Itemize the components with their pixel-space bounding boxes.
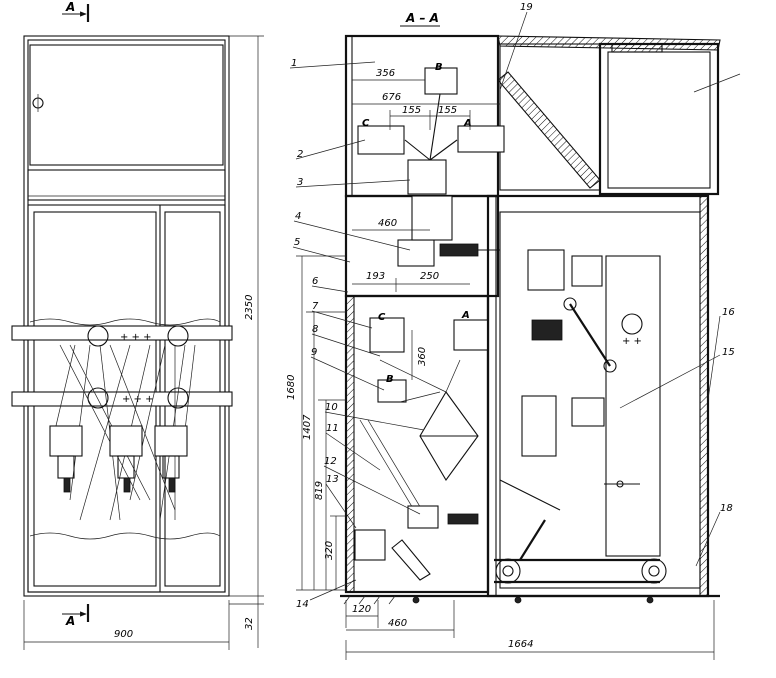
dim-2350: 2350 (229, 35, 264, 597)
section-mark-top: A (62, 0, 90, 22)
svg-text:120: 120 (352, 604, 371, 615)
dim-819: 819 (314, 399, 346, 590)
svg-text:7: 7 (312, 301, 319, 312)
svg-text:1: 1 (291, 58, 297, 69)
svg-text:12: 12 (324, 456, 337, 467)
section-label-bottom: A (65, 614, 75, 628)
dim-460-bottom: 460 (346, 600, 455, 638)
svg-text:676: 676 (382, 92, 401, 103)
busbar-insulators (357, 67, 505, 195)
svg-text:360: 360 (417, 347, 428, 366)
svg-text:19: 19 (520, 2, 533, 13)
svg-text:18: 18 (720, 503, 733, 514)
cable-clamps (412, 596, 654, 604)
svg-text:3: 3 (297, 177, 303, 188)
svg-text:193: 193 (366, 271, 385, 282)
callout-11: 11 (325, 423, 381, 471)
svg-text:+ + +: + + + (120, 332, 152, 343)
front-view: + + + + + + A (11, 0, 264, 650)
svg-text:10: 10 (325, 402, 338, 413)
dim-676: 676 (352, 92, 500, 105)
dim-460-top: 460 (352, 218, 430, 231)
svg-text:460: 460 (388, 618, 407, 629)
current-transformers-front (49, 425, 188, 493)
svg-text:155: 155 (402, 105, 421, 116)
svg-text:900: 900 (114, 629, 133, 640)
callout-4: 4 (293, 211, 411, 251)
phase-a-lower: A (461, 310, 470, 321)
phase-a-upper: A (463, 118, 472, 129)
svg-text:14: 14 (296, 599, 309, 610)
svg-text:320: 320 (324, 541, 335, 560)
callout-6: 6 (311, 276, 349, 293)
svg-text:2: 2 (297, 149, 303, 160)
callout-top-right (693, 73, 741, 93)
svg-text:1407: 1407 (302, 414, 313, 440)
callout-10: 10 (324, 402, 425, 431)
section-mark-bottom: A (62, 604, 90, 628)
callout-2: 2 (295, 139, 366, 160)
section-title: A – A (405, 11, 439, 25)
dim-32: 32 (229, 596, 264, 648)
callout-15: 15 (619, 347, 735, 409)
svg-text:155: 155 (438, 105, 457, 116)
section-label-top: A (65, 0, 75, 14)
callout-3: 3 (295, 177, 411, 188)
svg-text:13: 13 (326, 474, 339, 485)
callout-14: 14 (296, 579, 357, 610)
door-handle-icon (32, 94, 44, 112)
svg-text:1664: 1664 (508, 639, 533, 650)
svg-text:356: 356 (376, 68, 395, 79)
phase-b-lower: B (386, 374, 394, 385)
dim-900: 900 (23, 600, 230, 650)
svg-text:9: 9 (311, 347, 317, 358)
dim-193-250: 193 250 (352, 271, 470, 292)
callout-8: 8 (311, 324, 381, 357)
callout-9: 9 (310, 347, 385, 391)
dim-1680: 1680 (286, 255, 346, 591)
svg-text:1680: 1680 (286, 375, 297, 400)
phase-b-upper: B (435, 62, 443, 73)
svg-text:+ +: + + (622, 336, 642, 347)
svg-text:460: 460 (378, 218, 397, 229)
callout-16: 16 (707, 307, 735, 401)
callout-12: 12 (323, 456, 421, 515)
svg-text:16: 16 (722, 307, 735, 318)
dim-155: 155 155 (389, 105, 471, 130)
circuit-breaker: + + (521, 249, 643, 488)
svg-text:250: 250 (420, 271, 439, 282)
svg-text:819: 819 (314, 481, 325, 500)
svg-text:5: 5 (294, 237, 300, 248)
dim-360: 360 (411, 330, 428, 380)
svg-text:2350: 2350 (244, 295, 255, 320)
svg-text:15: 15 (722, 347, 735, 358)
callout-18: 18 (695, 503, 733, 567)
phase-c-lower: C (378, 312, 386, 323)
section-view: A – A (286, 2, 741, 660)
svg-text:11: 11 (326, 423, 339, 434)
svg-text:32: 32 (244, 617, 255, 630)
phase-c-upper: C (362, 118, 370, 129)
dim-320: 320 (324, 515, 346, 590)
callout-13: 13 (325, 474, 357, 529)
dim-120: 120 (345, 600, 379, 628)
svg-text:8: 8 (312, 324, 318, 335)
svg-text:4: 4 (295, 211, 301, 222)
callout-7: 7 (311, 301, 373, 329)
dim-1664: 1664 (345, 600, 715, 660)
callout-5: 5 (292, 237, 351, 263)
callout-1: 1 (289, 58, 376, 69)
callout-19: 19 (499, 2, 533, 91)
trolley-wheels (494, 479, 667, 584)
svg-text:6: 6 (312, 276, 318, 287)
dim-356: 356 (352, 68, 425, 81)
